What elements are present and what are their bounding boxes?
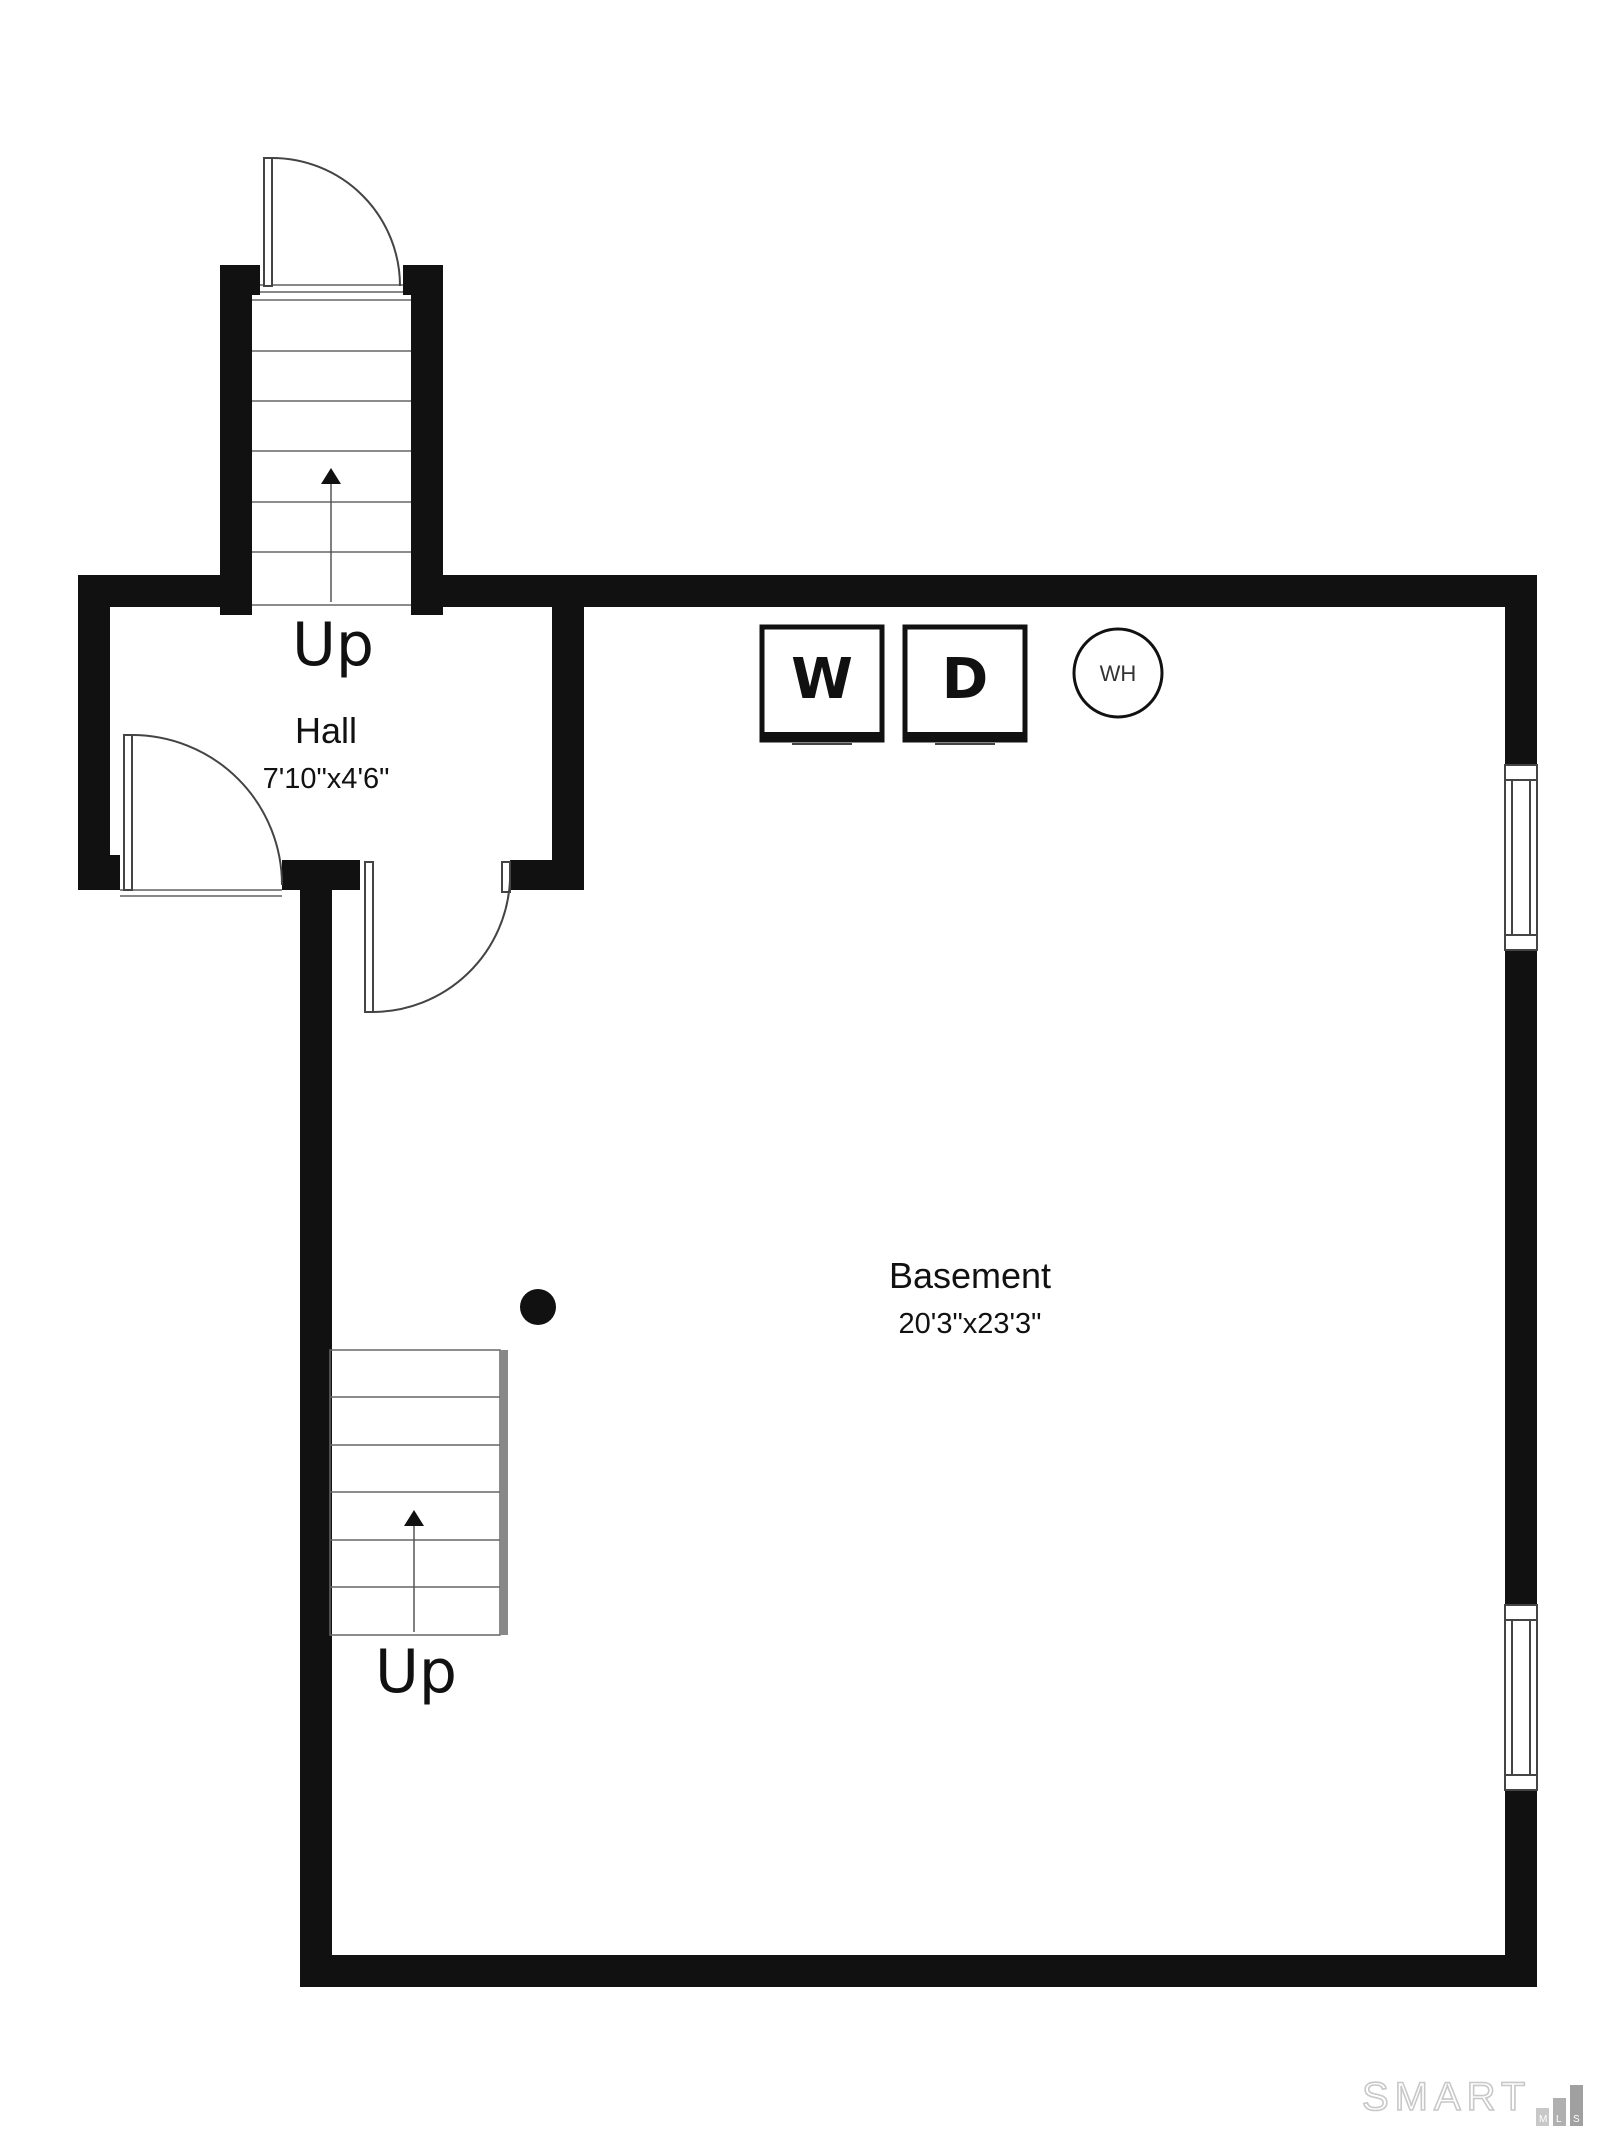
- door-hall-left: [120, 734, 283, 897]
- window-upper: [1504, 764, 1538, 951]
- washer: W: [759, 624, 885, 745]
- wall-hall-bottom-right: [510, 860, 584, 890]
- hall-name: Hall: [295, 710, 357, 751]
- hall-dimensions: 7'10"x4'6": [263, 763, 390, 795]
- water-heater-label: WH: [1100, 661, 1137, 686]
- wall-basement-bottom: [300, 1955, 1537, 1987]
- wall-hall-left-upper: [78, 575, 110, 865]
- wall-stairwell-right: [411, 265, 443, 615]
- stair-lower-rail: [500, 1350, 508, 1635]
- wall-basement-right-a: [1505, 575, 1537, 765]
- watermark-sub-s: S: [1573, 2114, 1580, 2125]
- stair-upper: [252, 299, 411, 606]
- basement-dimensions: 20'3"x23'3": [899, 1308, 1042, 1340]
- dryer-label: D: [942, 647, 988, 712]
- water-heater: WH: [1072, 627, 1164, 719]
- wall-basement-right-c: [1505, 1790, 1537, 1987]
- stair-lower: [329, 1349, 501, 1636]
- wall-basement-left: [300, 875, 332, 1985]
- door-hall-bottom: [364, 861, 511, 1013]
- wall-stairwell-left: [220, 265, 252, 615]
- wall-hall-left-stub: [78, 855, 120, 890]
- wall-stairwell-top-left: [220, 265, 260, 295]
- basement-name: Basement: [889, 1255, 1051, 1296]
- wall-stairwell-top-right: [403, 265, 443, 295]
- wall-hall-top-right: [411, 575, 1537, 607]
- walls: [78, 265, 1537, 1987]
- dryer: D: [902, 624, 1028, 745]
- stair-lower-label: Up: [375, 1637, 457, 1707]
- stair-lower-arrow-head: [404, 1510, 424, 1526]
- watermark-sub-m: M: [1539, 2114, 1547, 2125]
- stair-upper-label: Up: [292, 610, 374, 680]
- watermark-sub-l: L: [1556, 2114, 1562, 2125]
- window-lower: [1504, 1604, 1538, 1791]
- watermark-brand: SMART: [1362, 2075, 1531, 2119]
- stair-upper-arrow-head: [321, 468, 341, 484]
- wall-hall-partition: [552, 575, 584, 890]
- door-top: [260, 157, 403, 293]
- washer-label: W: [791, 647, 853, 712]
- support-post: [520, 1289, 556, 1325]
- watermark-logo: SMART M L S: [1361, 2074, 1583, 2126]
- wall-basement-right-b: [1505, 950, 1537, 1605]
